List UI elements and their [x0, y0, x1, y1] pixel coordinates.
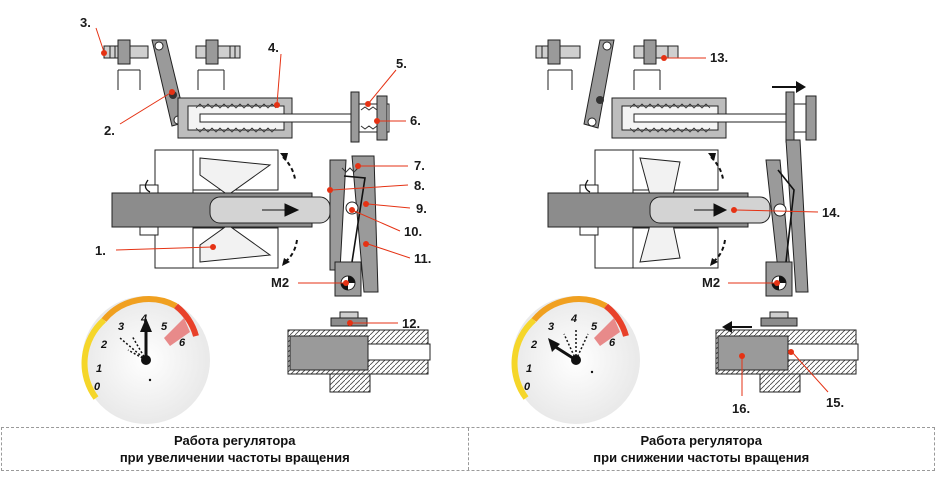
gauge-tick-5: 5 — [161, 321, 168, 333]
left-panel: 0 1 2 3 4 5 6 3. 4. 5. 6. 2. 7. 8. 9. — [80, 15, 431, 424]
callout-9: 9. — [416, 201, 427, 216]
callouts-left: 3. 4. 5. 6. 2. 7. 8. 9. 10. 11. 1. M2 — [80, 15, 431, 331]
adjust-bolt-right — [195, 39, 241, 90]
gauge-r-tick-3: 3 — [548, 321, 554, 333]
gauge-tick-0: 0 — [94, 381, 101, 393]
caption-right: Работа регулятора при снижении частоты в… — [467, 428, 935, 470]
callout-1: 1. — [95, 243, 106, 258]
callout-13: 13. — [710, 50, 728, 65]
callout-15: 15. — [826, 395, 844, 410]
caption-left: Работа регулятора при увеличении частоты… — [2, 428, 468, 470]
callout-11: 11. — [414, 251, 431, 266]
motor-label-right: M2 — [702, 275, 720, 290]
fuel-rack-r — [715, 311, 859, 393]
drive-shaft — [111, 179, 331, 228]
callout-10: 10. — [404, 224, 422, 239]
adjust-bolt-left — [103, 39, 149, 90]
caption-right-line1: Работа регулятора — [640, 433, 762, 448]
callout-7: 7. — [414, 158, 425, 173]
drive-shaft-r — [547, 179, 771, 228]
gauge-tick-6: 6 — [179, 337, 186, 349]
gauge-tick-2: 2 — [100, 339, 107, 351]
gauge-tick-3: 3 — [118, 321, 124, 333]
gauge-r-tick-5: 5 — [591, 321, 598, 333]
adjust-bolt-right-r — [633, 39, 679, 90]
gauge-r-tick-0: 0 — [524, 381, 531, 393]
callouts-right: 13. 14. 15. 16. M2 — [661, 50, 844, 416]
callout-14: 14. — [822, 205, 840, 220]
callout-12: 12. — [402, 316, 420, 331]
stop-plate-r — [772, 81, 817, 143]
callout-2: 2. — [104, 123, 115, 138]
gauge-r-tick-2: 2 — [530, 339, 537, 351]
gauge-tick-4: 4 — [140, 313, 147, 325]
stop-plate — [350, 91, 390, 143]
gauge-r-tick-1: 1 — [526, 363, 532, 375]
adjust-bolt-left-r — [535, 39, 581, 90]
lever-r — [583, 39, 615, 129]
spring-housing-r — [611, 97, 795, 139]
motor-label-left: M2 — [271, 275, 289, 290]
callout-16: 16. — [732, 401, 750, 416]
callout-4: 4. — [268, 40, 279, 55]
spring-housing — [177, 97, 356, 139]
tachometer-gauge-right: 0 1 2 3 4 5 6 — [511, 296, 640, 424]
gauge-r-tick-6: 6 — [609, 337, 616, 349]
caption-right-line2: при снижении частоты вращения — [593, 450, 810, 465]
control-lever-r — [765, 139, 809, 297]
right-panel: 0 1 2 3 4 5 6 13. 14. 15. 16. M2 — [511, 39, 859, 424]
caption-left-line1: Работа регулятора — [174, 433, 296, 448]
control-lever — [329, 155, 379, 297]
callout-3: 3. — [80, 15, 91, 30]
callout-8: 8. — [414, 178, 425, 193]
callout-5: 5. — [396, 56, 407, 71]
caption-bar: Работа регулятора при увеличении частоты… — [1, 427, 935, 471]
gauge-r-tick-4: 4 — [570, 313, 577, 325]
gauge-tick-1: 1 — [96, 363, 102, 375]
caption-left-line2: при увеличении частоты вращения — [119, 450, 350, 465]
tachometer-gauge-left: 0 1 2 3 4 5 6 — [81, 296, 210, 424]
callout-6: 6. — [410, 113, 421, 128]
